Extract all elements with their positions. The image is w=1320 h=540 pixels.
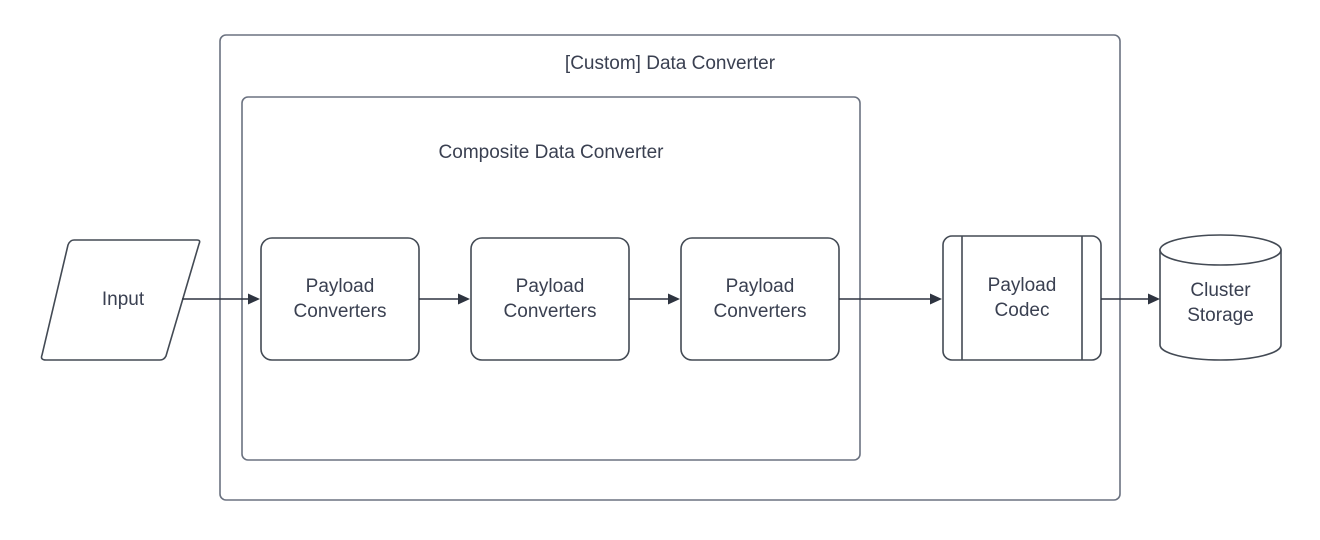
container-composite-data-converter[interactable] (241, 96, 861, 461)
node-payload-converters-3-shape[interactable] (680, 237, 840, 361)
node-input-shape[interactable] (40, 239, 201, 361)
node-payload-codec-shape[interactable] (942, 235, 1102, 361)
edge-pc1-to-pc2-arrowhead (458, 293, 470, 305)
edge-codec-to-storage-arrowhead (1148, 293, 1160, 305)
node-payload-converters-2-shape[interactable] (470, 237, 630, 361)
container-custom-data-converter[interactable] (219, 34, 1121, 501)
node-payload-converters-1-shape[interactable] (260, 237, 420, 361)
edge-pc2-to-pc3-arrowhead (668, 293, 680, 305)
edge-input-to-pc1-arrowhead (248, 293, 260, 305)
node-cluster-storage-body[interactable] (1159, 249, 1282, 361)
edge-pc3-to-codec-arrowhead (930, 293, 942, 305)
node-cluster-storage-top (1159, 234, 1282, 266)
